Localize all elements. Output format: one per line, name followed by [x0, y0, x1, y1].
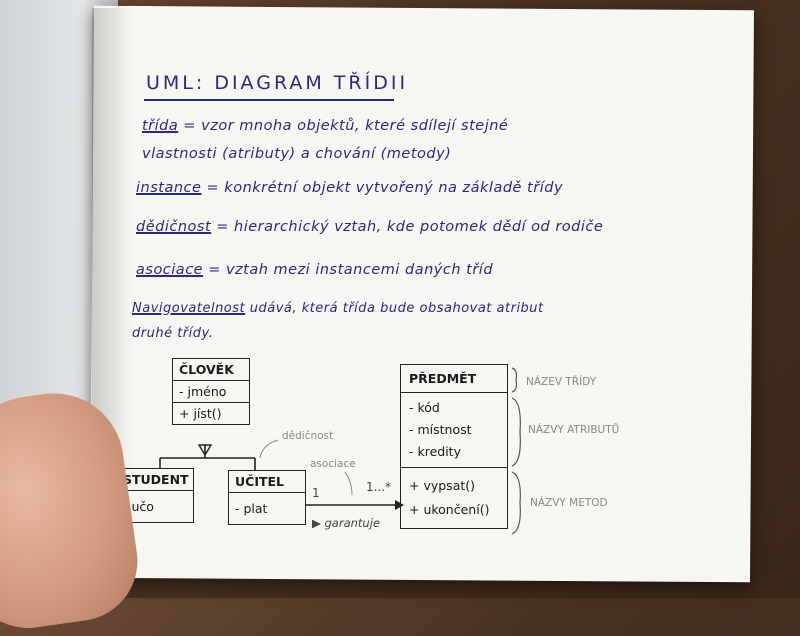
definition-instance: instance = konkrétní objekt vytvořený na… [136, 180, 563, 196]
class-name: UČITEL [235, 474, 285, 489]
definition-text: = vztah mezi instancemi daných tříd [208, 262, 494, 278]
class-attributes: - kód - místnost - kredity [401, 392, 507, 467]
definition-navigovatelnost-cont: druhé třídy. [132, 326, 214, 341]
class-method: + ukončení() [409, 502, 490, 517]
definition-trida: třída = vzor mnoha objektů, které sdílej… [142, 118, 508, 134]
class-student: STUDENT - učo [116, 468, 194, 523]
class-method: + jíst() [173, 402, 249, 424]
class-name: ČLOVĚK [179, 362, 234, 377]
label-asociace: asociace [310, 458, 356, 470]
class-ucitel: UČITEL - plat [228, 470, 306, 525]
label-nazvy-metod: NÁZVY METOD [530, 497, 608, 509]
label-nazev-tridy: NÁZEV TŘÍDY [526, 376, 597, 388]
label-nazvy-atributu: NÁZVY ATRIBUTŮ [528, 424, 620, 436]
multiplicity-right: 1...* [366, 480, 392, 494]
label-garantuje: ▶ garantuje [312, 516, 380, 530]
class-attribute: - místnost [409, 422, 472, 437]
class-attribute: - kód [409, 400, 440, 415]
term-asociace: asociace [136, 262, 204, 278]
page-title: UML: DIAGRAM TŘÍDII [146, 72, 409, 94]
definition-trida-cont: vlastnosti (atributy) a chování (metody) [142, 146, 452, 162]
title-underline [144, 99, 394, 101]
multiplicity-left: 1 [312, 486, 320, 500]
definition-dedicnost: dědičnost = hierarchický vztah, kde poto… [136, 219, 603, 235]
term-instance: instance [136, 180, 202, 196]
class-predmet: PŘEDMĚT - kód - místnost - kredity + vyp… [400, 364, 508, 529]
class-attribute: - jméno [173, 380, 249, 402]
class-attribute: - plat [229, 492, 305, 524]
term-trida: třída [142, 118, 179, 134]
class-name: PŘEDMĚT [409, 371, 477, 386]
definition-asociace: asociace = vztah mezi instancemi daných … [136, 262, 493, 278]
label-dedicnost: dědičnost [282, 430, 334, 442]
definition-text: = vzor mnoha objektů, které sdílejí stej… [183, 118, 509, 134]
class-clovek: ČLOVĚK - jméno + jíst() [172, 358, 250, 425]
garantuje-text: garantuje [324, 516, 380, 530]
class-methods: + vypsat() + ukončení() [401, 467, 507, 528]
definition-navigovatelnost: Navigovatelnost udává, která třída bude … [132, 301, 544, 316]
class-name: STUDENT [123, 472, 189, 487]
term-dedicnost: dědičnost [136, 219, 212, 235]
class-attribute: - kredity [409, 444, 461, 459]
diagram-connectors [159, 367, 521, 535]
class-method: + vypsat() [409, 478, 476, 493]
definition-text: udává, která třída bude obsahovat atribu… [249, 301, 544, 316]
definition-text: = konkrétní objekt vytvořený na základě … [206, 180, 564, 196]
definition-text: = hierarchický vztah, kde potomek dědí o… [216, 219, 604, 235]
term-navigovatelnost: Navigovatelnost [132, 301, 246, 316]
